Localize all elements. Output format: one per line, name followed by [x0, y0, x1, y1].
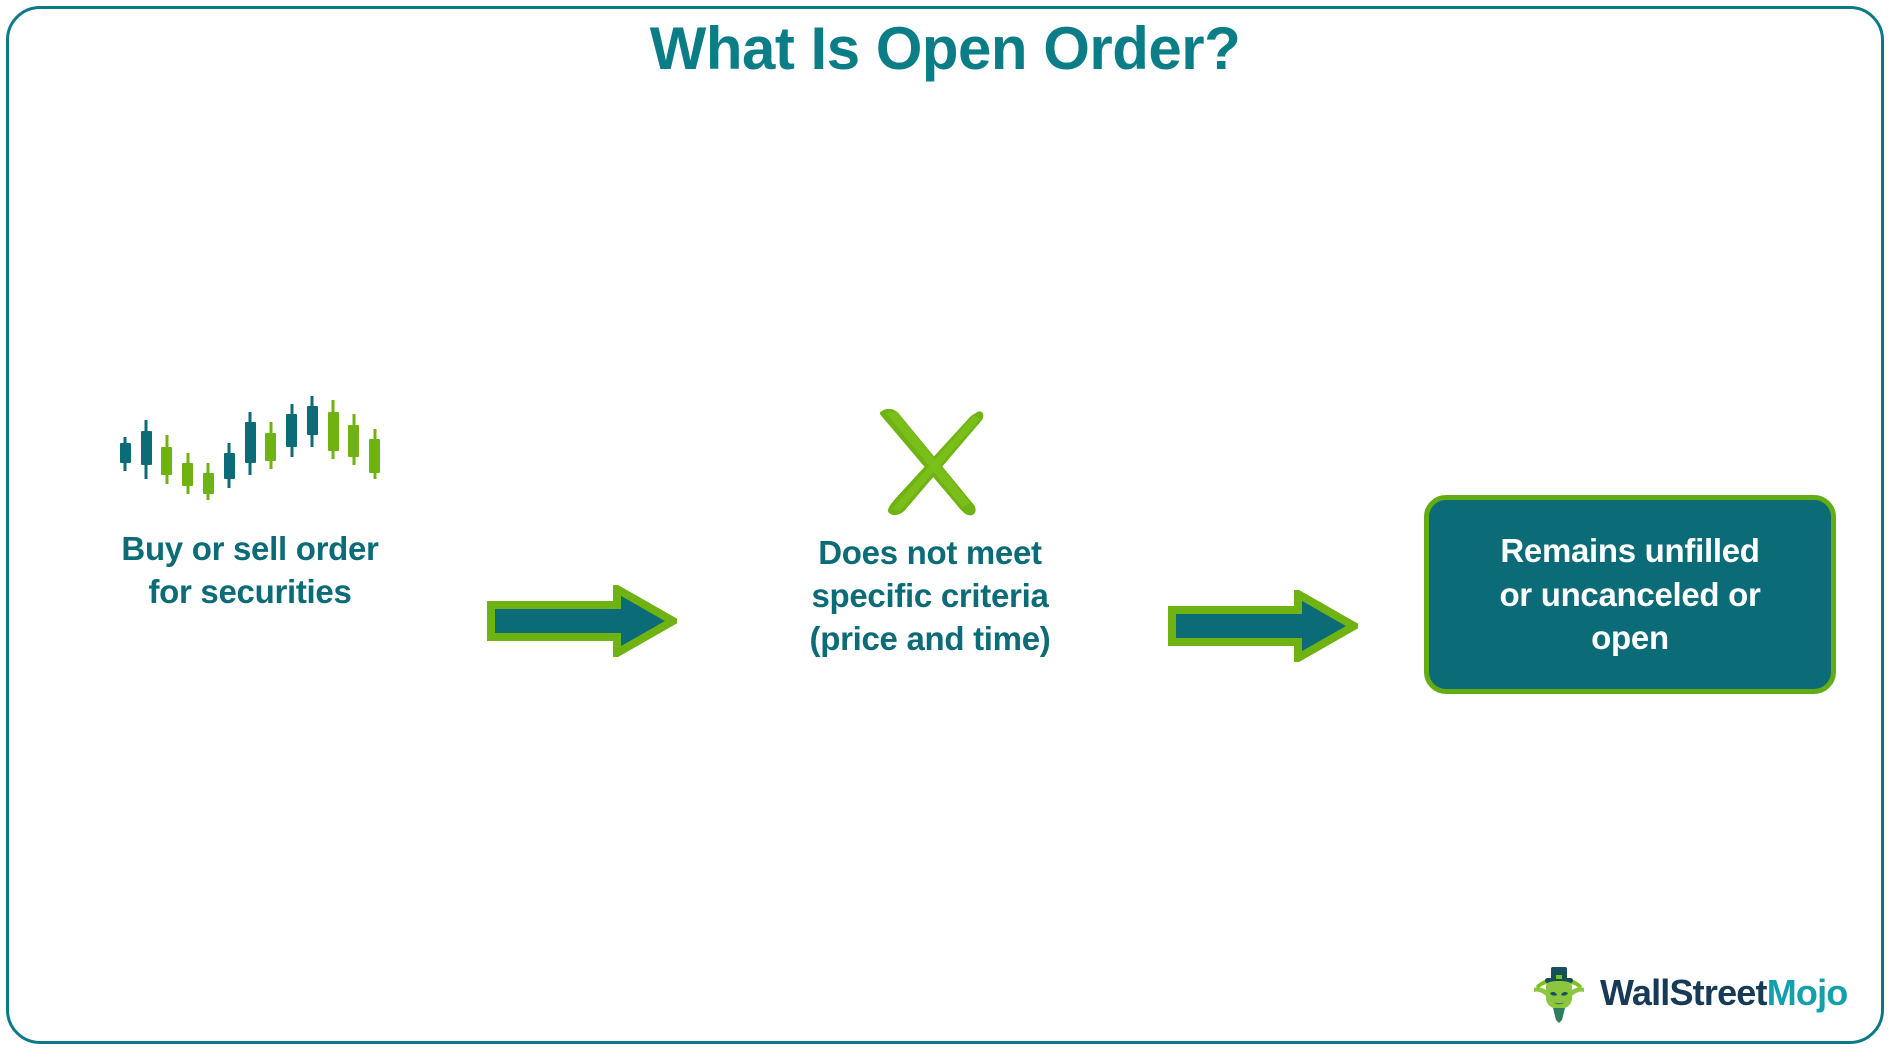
candlestick-bar: [306, 390, 318, 510]
flow-step-2-caption-line-3: (price and time): [809, 619, 1051, 657]
flow-step-3-caption-line-3: open: [1591, 619, 1669, 657]
candlestick-bar: [223, 390, 235, 510]
page-title: What Is Open Order?: [649, 15, 1241, 82]
candlestick-body: [202, 473, 214, 494]
flow-step-2-caption: Does not meet specific criteria (price a…: [720, 532, 1140, 661]
candlestick-bar: [286, 390, 298, 510]
flow-step-3: Remains unfilled or uncanceled or open: [1424, 495, 1836, 694]
candlestick-bar: [202, 390, 214, 510]
logo-text-secondary: Mojo: [1766, 972, 1849, 1013]
candlestick-body: [286, 414, 298, 447]
flow-step-1-caption-line-1: Buy or sell order: [121, 530, 379, 567]
flow-step-2-caption-line-1: Does not meet: [818, 534, 1042, 571]
arrow-1-icon: [487, 585, 677, 657]
candlestick-body: [306, 406, 318, 435]
green-x-mark-icon: [879, 408, 984, 516]
candlestick-chart-icon: [115, 390, 385, 510]
logo-wordmark: WallStreetMojo: [1600, 972, 1848, 1014]
candlestick-body: [119, 442, 131, 464]
flow-step-1-caption-line-2: for securities: [148, 572, 352, 610]
flow-step-1-caption: Buy or sell order for securities: [60, 528, 440, 614]
candlestick-bar: [182, 390, 194, 510]
candlestick-bar: [265, 390, 277, 510]
flow-step-3-caption-line-2: or uncanceled or: [1499, 575, 1761, 613]
flow-step-3-caption-line-1: Remains unfilled: [1500, 532, 1760, 570]
candlestick-body: [223, 453, 235, 480]
flow-step-1: Buy or sell order for securities: [60, 390, 440, 614]
candlestick-body: [265, 432, 277, 462]
leprechaun-mascot-icon: [1534, 967, 1584, 1023]
candlestick-body: [327, 412, 339, 451]
wallstreetmojo-logo[interactable]: WallStreetMojo: [1528, 962, 1848, 1024]
candlestick-body: [182, 463, 194, 486]
candlestick-body: [140, 430, 152, 466]
logo-text-primary: WallStreet: [1600, 972, 1768, 1013]
arrow-2-icon: [1168, 590, 1358, 662]
candlestick-body: [161, 446, 173, 476]
flow-step-2: Does not meet specific criteria (price a…: [720, 405, 1140, 661]
candlestick-bar: [119, 390, 131, 510]
candlestick-bar: [161, 390, 173, 510]
flow-step-3-caption: Remains unfilled or uncanceled or open: [1485, 529, 1774, 660]
candlestick-body: [348, 424, 360, 458]
candlestick-bar: [140, 390, 152, 510]
candlestick-body: [244, 422, 256, 464]
flow-step-2-caption-line-2: specific criteria: [811, 576, 1049, 614]
candlestick-bar: [348, 390, 360, 510]
candlestick-bar: [327, 390, 339, 510]
candlestick-body: [369, 438, 381, 474]
candlestick-bar: [244, 390, 256, 510]
candlestick-bar: [369, 390, 381, 510]
